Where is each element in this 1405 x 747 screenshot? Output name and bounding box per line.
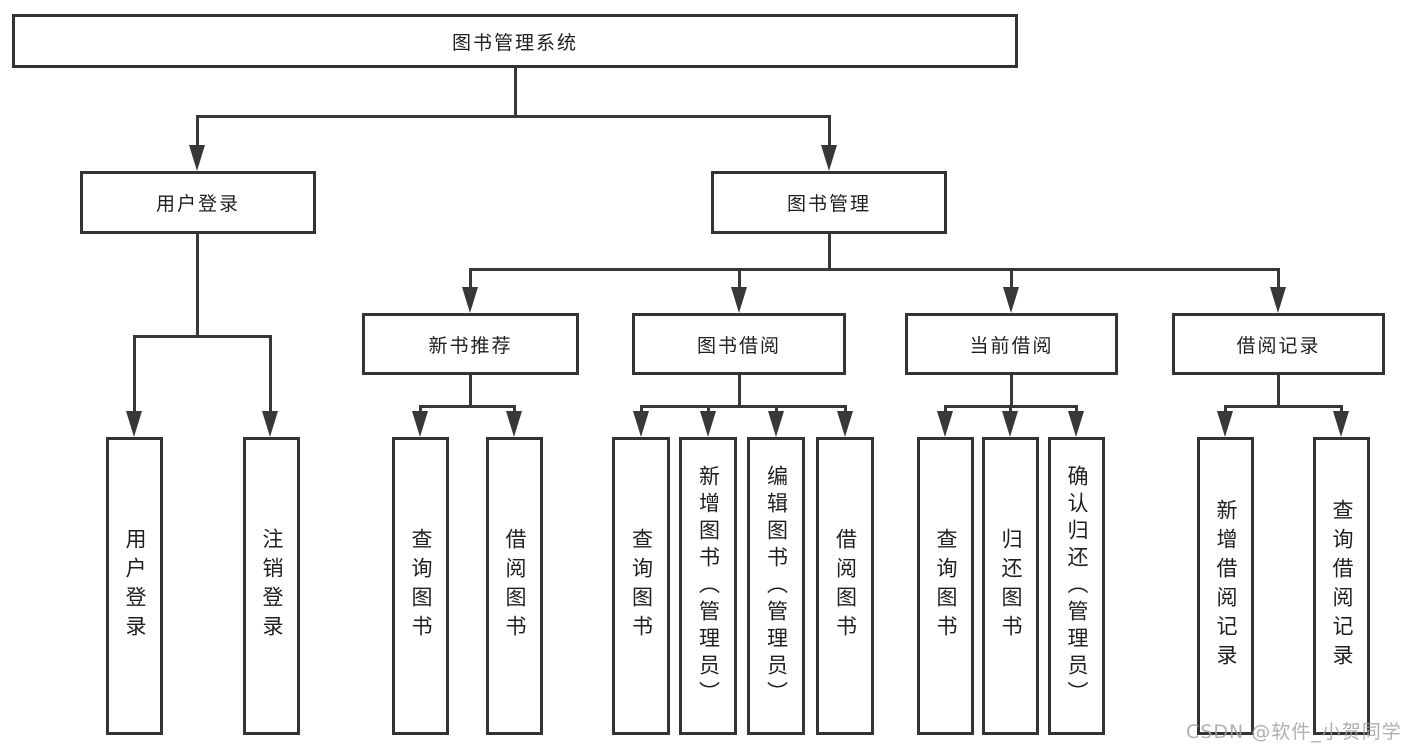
leaf-label: 确认归还（管理员） <box>1065 464 1089 708</box>
arrow-down-icon <box>1068 411 1084 437</box>
connector-line <box>269 335 272 415</box>
arrow-down-icon <box>937 411 953 437</box>
leaf-label: 新增借阅记录 <box>1214 499 1238 673</box>
connector-line <box>640 405 847 408</box>
connector-line <box>828 234 831 270</box>
node-label: 新书推荐 <box>428 334 513 357</box>
leaf-label: 借阅图书 <box>503 528 527 644</box>
node-library-management-system: 图书管理系统 <box>12 14 1018 68</box>
connector-line <box>419 405 516 408</box>
connector-line <box>469 375 472 408</box>
connector-line <box>133 335 136 415</box>
connector-line <box>196 234 199 338</box>
leaf-label: 借阅图书 <box>833 528 858 644</box>
connector-line <box>1277 375 1280 408</box>
leaf-label: 查询借阅记录 <box>1330 499 1354 673</box>
arrow-down-icon <box>189 145 205 171</box>
leaf-query-book-borrow: 查询图书 <box>612 437 670 735</box>
connector-line <box>196 115 199 149</box>
leaf-label: 查询图书 <box>409 528 433 644</box>
arrow-down-icon <box>1002 411 1018 437</box>
leaf-label: 新增图书（管理员） <box>696 464 721 708</box>
leaf-confirm-return-admin: 确认归还（管理员） <box>1048 437 1105 735</box>
leaf-return-book: 归还图书 <box>982 437 1039 735</box>
node-label: 图书管理 <box>786 193 871 215</box>
arrow-down-icon <box>731 287 747 313</box>
arrow-down-icon <box>700 411 716 437</box>
leaf-label: 查询图书 <box>934 528 958 644</box>
node-label: 借阅记录 <box>1236 334 1321 357</box>
leaf-label: 归还图书 <box>999 528 1023 644</box>
arrow-down-icon <box>1217 411 1233 437</box>
connector-line <box>514 66 517 117</box>
node-current-borrow: 当前借阅 <box>905 313 1118 375</box>
leaf-label: 用户登录 <box>123 528 147 644</box>
connector-line <box>469 268 1280 271</box>
leaf-label: 编辑图书（管理员） <box>764 464 789 708</box>
node-label: 图书借阅 <box>696 334 781 357</box>
node-user-login: 用户登录 <box>80 171 316 234</box>
arrow-down-icon <box>768 411 784 437</box>
leaf-query-book-recommend: 查询图书 <box>392 437 449 735</box>
arrow-down-icon <box>1270 287 1286 313</box>
connector-line <box>1224 405 1342 408</box>
node-label: 当前借阅 <box>969 334 1054 357</box>
csdn-watermark: CSDN @软件_小贺同学 <box>1186 721 1402 743</box>
connector-line <box>1277 268 1280 290</box>
arrow-down-icon <box>412 411 428 437</box>
connector-line <box>738 268 741 290</box>
node-label: 图书管理系统 <box>451 31 578 54</box>
leaf-add-borrow-record: 新增借阅记录 <box>1197 437 1254 735</box>
leaf-borrow-book-recommend: 借阅图书 <box>486 437 543 735</box>
arrow-down-icon <box>633 411 649 437</box>
arrow-down-icon <box>1333 411 1349 437</box>
arrow-down-icon <box>262 411 278 437</box>
leaf-label: 注销登录 <box>260 528 284 644</box>
leaf-logout: 注销登录 <box>243 437 300 735</box>
connector-line <box>196 115 831 118</box>
leaf-query-book-current: 查询图书 <box>917 437 974 735</box>
connector-line <box>738 375 741 408</box>
leaf-edit-book-admin: 编辑图书（管理员） <box>747 437 805 735</box>
connector-line <box>828 115 831 149</box>
node-borrow-record: 借阅记录 <box>1172 313 1385 375</box>
leaf-query-borrow-record: 查询借阅记录 <box>1313 437 1370 735</box>
node-book-borrow: 图书借阅 <box>632 313 846 375</box>
node-new-book-recommend: 新书推荐 <box>362 313 579 375</box>
arrow-down-icon <box>506 411 522 437</box>
arrow-down-icon <box>126 411 142 437</box>
connector-line <box>133 335 272 338</box>
arrow-down-icon <box>1003 287 1019 313</box>
connector-line <box>1010 375 1013 408</box>
node-label: 用户登录 <box>155 193 240 215</box>
leaf-user-login: 用户登录 <box>106 437 163 735</box>
arrow-down-icon <box>821 145 837 171</box>
arrow-down-icon <box>462 287 478 313</box>
leaf-add-book-admin: 新增图书（管理员） <box>679 437 737 735</box>
leaf-label: 查询图书 <box>629 528 654 644</box>
connector-line <box>1010 268 1013 290</box>
arrow-down-icon <box>837 411 853 437</box>
leaf-borrow-book: 借阅图书 <box>816 437 874 735</box>
connector-line <box>469 268 472 290</box>
node-book-management: 图书管理 <box>711 171 947 234</box>
